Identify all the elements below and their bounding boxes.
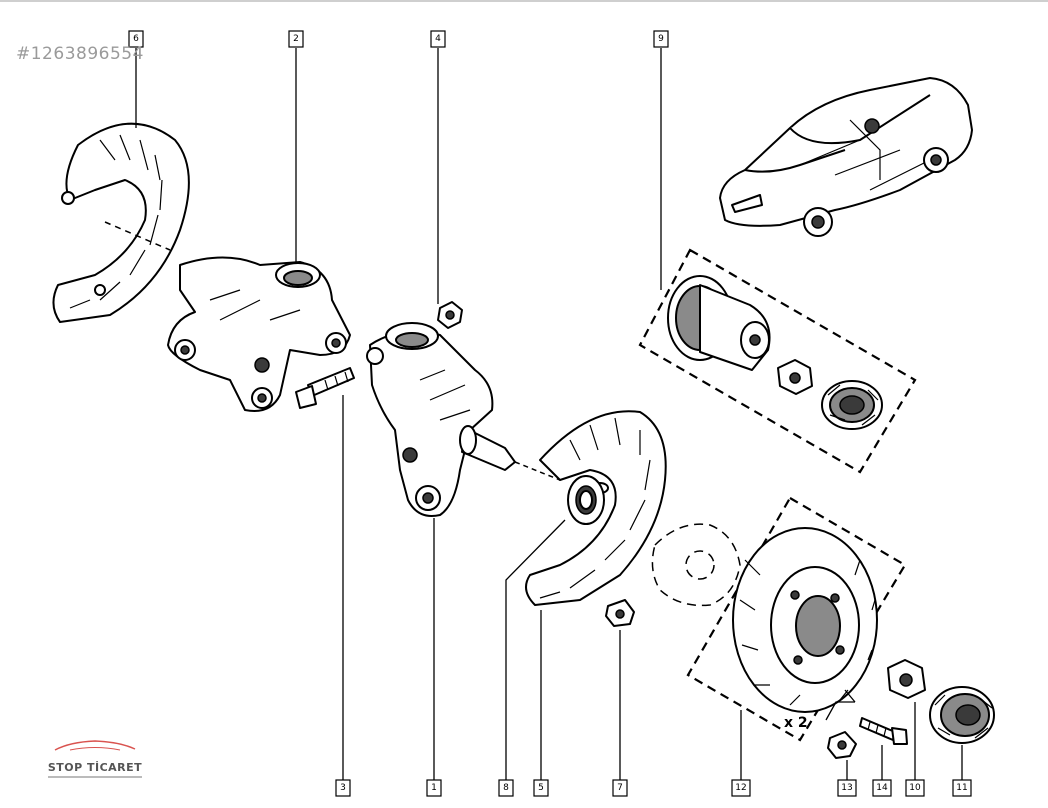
svg-text:8: 8 xyxy=(503,783,509,793)
part-screw-14 xyxy=(859,717,908,745)
svg-text:6: 6 xyxy=(133,34,139,44)
callout-9: 9 xyxy=(653,30,669,48)
group-box-12: x 2 xyxy=(686,496,907,742)
part-seal-ring-8 xyxy=(567,475,605,525)
callout-4: 4 xyxy=(430,30,446,48)
product-id-watermark: #1263896554 xyxy=(16,44,144,64)
part-bearing-11 xyxy=(929,686,995,744)
callout-12: 12 xyxy=(731,779,751,797)
callout-5: 5 xyxy=(533,779,549,797)
part-bolt-7 xyxy=(605,599,635,627)
part-axle-nut-10 xyxy=(887,659,926,699)
svg-text:2: 2 xyxy=(293,34,299,44)
svg-text:5: 5 xyxy=(538,783,544,793)
multiplier-label: x 2 xyxy=(784,715,808,731)
part-brake-disc-12 xyxy=(732,527,878,713)
part-dust-shield-center xyxy=(525,410,667,606)
callouts: 6 2 4 9 3 1 8 5 7 12 13 14 10 11 xyxy=(128,30,972,797)
callout-10: 10 xyxy=(905,779,925,797)
part-screw-13 xyxy=(827,731,857,759)
callout-14: 14 xyxy=(872,779,892,797)
svg-text:3: 3 xyxy=(340,783,346,793)
part-bearing-9 xyxy=(821,380,883,430)
callout-3: 3 xyxy=(335,779,351,797)
group-box-9 xyxy=(638,248,917,474)
car-illustration xyxy=(719,77,973,237)
brand-underline xyxy=(48,776,142,778)
svg-text:7: 7 xyxy=(617,783,623,793)
svg-text:9: 9 xyxy=(658,34,664,44)
svg-text:14: 14 xyxy=(876,783,888,793)
svg-text:12: 12 xyxy=(735,783,746,793)
brand-logo: STOP TİCARET xyxy=(40,738,150,778)
svg-text:4: 4 xyxy=(435,34,441,44)
callout-13: 13 xyxy=(837,779,857,797)
callout-6: 6 xyxy=(128,30,144,48)
brand-name: STOP TİCARET xyxy=(47,761,143,774)
svg-text:11: 11 xyxy=(956,783,967,793)
callout-8: 8 xyxy=(498,779,514,797)
part-bolt-3 xyxy=(295,367,355,409)
part-hub-ghost xyxy=(651,523,741,607)
top-border xyxy=(0,0,1048,2)
part-hub-flange-9 xyxy=(667,275,771,371)
callout-1: 1 xyxy=(426,779,442,797)
part-hub-nut-9 xyxy=(777,359,813,395)
svg-text:10: 10 xyxy=(909,783,921,793)
leader-lines xyxy=(135,48,963,780)
part-dust-shield-left xyxy=(52,122,190,323)
part-nut-4 xyxy=(437,301,463,329)
callout-11: 11 xyxy=(952,779,972,797)
part-knuckle-center xyxy=(366,322,561,517)
callout-7: 7 xyxy=(612,779,628,797)
svg-text:1: 1 xyxy=(431,783,437,793)
part-knuckle-left xyxy=(167,256,351,412)
svg-text:13: 13 xyxy=(841,783,852,793)
callout-2: 2 xyxy=(288,30,304,48)
car-logo-icon xyxy=(54,740,136,751)
